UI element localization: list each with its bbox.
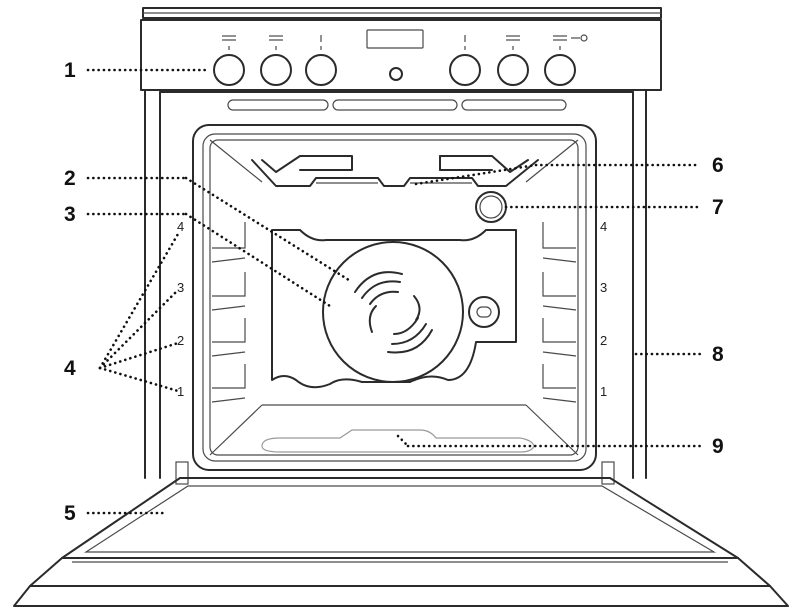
oven-top-edge xyxy=(142,7,662,19)
shelf-level-right-3: 3 xyxy=(600,280,607,295)
knob-symbol-marks xyxy=(222,34,588,50)
leader-lines xyxy=(86,68,702,515)
control-knob[interactable] xyxy=(260,54,292,86)
back-panel xyxy=(271,229,517,389)
leader-line-2 xyxy=(184,176,354,284)
control-panel xyxy=(140,19,662,91)
leader-line-4 xyxy=(98,366,180,393)
shelf-level-left-2: 2 xyxy=(177,333,184,348)
callout-6: 6 xyxy=(712,154,724,177)
control-knob[interactable] xyxy=(449,54,481,86)
callout-3: 3 xyxy=(64,203,76,226)
fan-cover xyxy=(322,241,464,383)
shelf-level-right-2: 2 xyxy=(600,333,607,348)
control-knob[interactable] xyxy=(497,54,529,86)
oven-body xyxy=(144,89,647,479)
leader-line-3 xyxy=(184,212,332,308)
vent-slots xyxy=(227,99,567,111)
shelf-guides-left xyxy=(211,222,246,403)
shelf-level-left-4: 4 xyxy=(177,219,184,234)
callout-labels: 1 2 3 4 5 6 7 8 9 xyxy=(64,59,724,525)
callout-9: 9 xyxy=(712,435,724,458)
callout-2: 2 xyxy=(64,167,76,190)
oven-cavity xyxy=(209,139,579,456)
shelf-guides-right xyxy=(542,222,577,403)
callout-1: 1 xyxy=(64,59,76,82)
control-knob[interactable] xyxy=(305,54,337,86)
shelf-level-left-1: 1 xyxy=(177,384,184,399)
leader-line-4 xyxy=(98,341,180,370)
callout-8: 8 xyxy=(712,343,724,366)
upper-heating-element xyxy=(251,155,539,187)
leader-line-6 xyxy=(414,163,538,186)
control-knob[interactable] xyxy=(213,54,245,86)
oven-lamp xyxy=(475,191,507,223)
callout-4: 4 xyxy=(64,357,76,380)
bottom-element xyxy=(261,429,535,453)
fan-blades xyxy=(354,271,433,354)
control-button[interactable] xyxy=(389,67,403,81)
shelf-level-right-4: 4 xyxy=(600,219,607,234)
callout-7: 7 xyxy=(712,196,724,219)
leader-line-4 xyxy=(98,232,180,370)
back-panel-port xyxy=(468,296,500,328)
shelf-labels-left: 4 3 2 1 xyxy=(177,219,184,399)
display xyxy=(366,29,424,49)
door-seal xyxy=(192,124,597,471)
callout-5: 5 xyxy=(64,502,76,525)
control-knob[interactable] xyxy=(544,54,576,86)
control-knobs xyxy=(213,54,576,86)
leader-line-4 xyxy=(98,288,180,370)
oven-door[interactable] xyxy=(13,461,789,607)
shelf-level-right-1: 1 xyxy=(600,384,607,399)
shelf-labels-right: 4 3 2 1 xyxy=(600,219,607,399)
shelf-level-left-3: 3 xyxy=(177,280,184,295)
leader-line-9 xyxy=(396,434,410,448)
